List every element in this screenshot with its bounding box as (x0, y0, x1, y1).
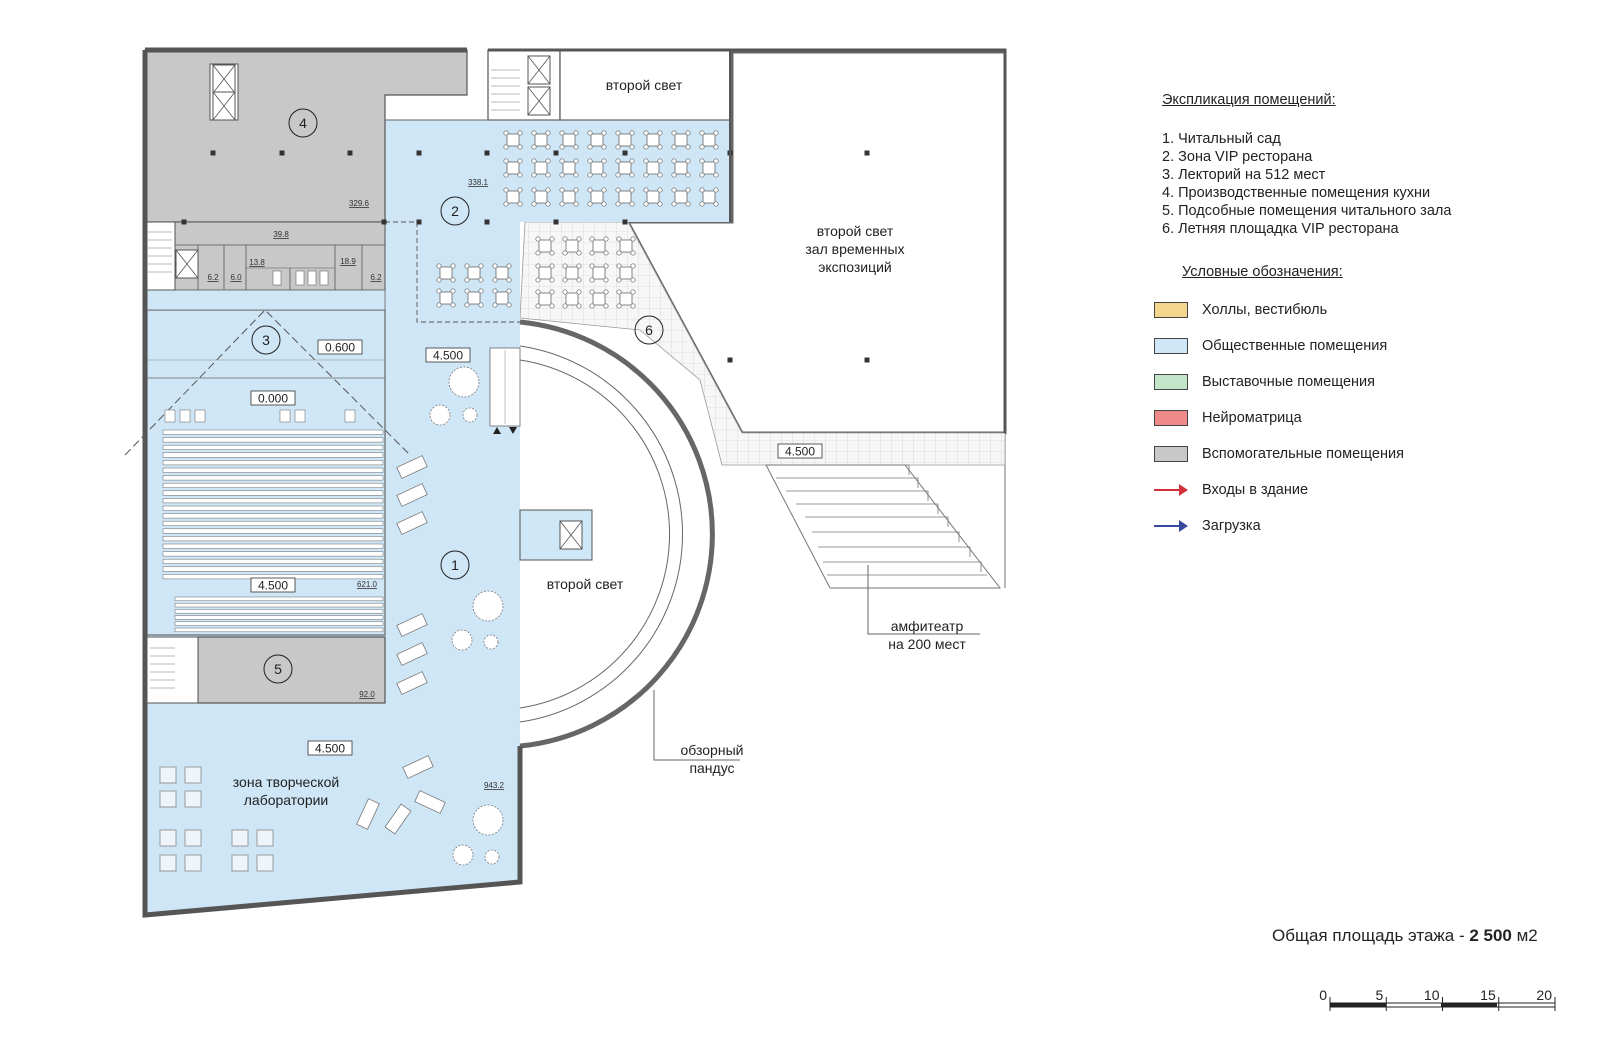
second-light-top-label: второй свет (606, 77, 683, 93)
area-value: 13.8 (249, 258, 265, 267)
room-number: 5 (274, 661, 282, 677)
legend: Экспликация помещений: 1. Читальный сад … (1154, 92, 1582, 544)
area-value: 39.8 (273, 230, 289, 239)
room-number: 4 (299, 115, 307, 131)
halls-swatch (1154, 302, 1188, 318)
legend-halls: Холлы, вестибюль (1154, 292, 1582, 328)
legend-entrances: Входы в здание (1154, 472, 1582, 508)
level-mark: 0.000 (258, 392, 288, 406)
total-unit: м2 (1511, 926, 1538, 945)
second-light-center-label: второй свет (547, 576, 624, 592)
service-swatch (1154, 446, 1188, 462)
conventions-title: Условные обозначения: (1182, 264, 1343, 280)
room-item: 1. Читальный сад (1162, 131, 1281, 147)
area-value: 621.0 (357, 580, 378, 589)
loading-label: Загрузка (1202, 518, 1261, 534)
explication-title: Экспликация помещений: (1162, 92, 1336, 108)
total-prefix: Общая площадь этажа - (1272, 926, 1470, 945)
room-item: 3. Лекторий на 512 мест (1162, 167, 1326, 183)
level-mark: 4.500 (315, 742, 345, 756)
total-value: 2 500 (1469, 926, 1512, 945)
entrance-arrow-icon (1154, 484, 1188, 496)
area-value: 329.6 (349, 199, 370, 208)
room-number: 6 (645, 322, 653, 338)
room-number: 1 (451, 557, 459, 573)
scale-tick: 5 (1375, 987, 1383, 1003)
area-value: 338.1 (468, 178, 489, 187)
room-list: 1. Читальный сад 2. Зона VIP ресторана 3… (1162, 130, 1582, 238)
amphitheater-label-1: амфитеатр (891, 618, 964, 634)
scale-tick: 0 (1319, 987, 1327, 1003)
entrances-label: Входы в здание (1202, 482, 1309, 498)
level-mark: 0.600 (325, 341, 355, 355)
lecture-seats (162, 429, 384, 633)
level-mark: 4.500 (433, 349, 463, 363)
legend-public: Общественные помещения (1154, 328, 1582, 364)
halls-label: Холлы, вестибюль (1202, 302, 1328, 318)
ramp-label-1: обзорный (681, 742, 744, 758)
area-value: 92.0 (359, 690, 375, 699)
loading-arrow-icon (1154, 520, 1188, 532)
public-label: Общественные помещения (1202, 338, 1388, 354)
exhibition-label-3: экспозиций (818, 259, 892, 275)
neuromatrix-label: Нейроматрица (1202, 410, 1302, 426)
room-number: 2 (451, 203, 459, 219)
exhibition-label-1: второй свет (817, 223, 894, 239)
exterior-wall (142, 50, 523, 918)
level-mark: 4.500 (258, 579, 288, 593)
ramp-label-2: пандус (689, 760, 734, 776)
legend-neuromatrix: Нейроматрица (1154, 400, 1582, 436)
scale-bar: 0 5 10 15 20 (1319, 987, 1556, 1011)
summer-terrace (519, 221, 1006, 466)
legend-exhibition: Выставочные помещения (1154, 364, 1582, 400)
exhibition-label-2: зал временных (805, 241, 904, 257)
ramp-outer (519, 319, 715, 749)
room-item: 6. Летняя площадка VIP ресторана (1162, 221, 1399, 237)
scale-tick: 10 (1424, 987, 1440, 1003)
room-item: 2. Зона VIP ресторана (1162, 149, 1313, 165)
legend-loading: Загрузка (1154, 508, 1582, 544)
level-mark: 4.500 (785, 445, 815, 459)
area-value: 6.2 (370, 273, 382, 282)
area-value: 6.2 (207, 273, 219, 282)
room-item: 5. Подсобные помещения читального зала (1162, 203, 1452, 219)
amphitheater (765, 464, 1002, 589)
exhibition-label: Выставочные помещения (1202, 374, 1375, 390)
room-number: 3 (262, 332, 270, 348)
scale-tick: 15 (1480, 987, 1496, 1003)
area-value: 18.9 (340, 257, 356, 266)
public-swatch (1154, 338, 1188, 354)
amphitheater-label-2: на 200 мест (888, 636, 966, 652)
total-area: Общая площадь этажа - 2 500 м2 (1272, 926, 1538, 946)
legend-service: Вспомогательные помещения (1154, 436, 1582, 472)
room-item: 4. Производственные помещения кухни (1162, 185, 1431, 201)
creative-lab-label-2: лаборатории (244, 792, 329, 808)
area-value: 943.2 (484, 781, 505, 790)
service-label: Вспомогательные помещения (1202, 446, 1404, 462)
exhibition-swatch (1154, 374, 1188, 390)
area-value: 6.0 (230, 273, 242, 282)
neuromatrix-swatch (1154, 410, 1188, 426)
scale-tick: 20 (1536, 987, 1552, 1003)
creative-lab-label-1: зона творческой (233, 774, 339, 790)
